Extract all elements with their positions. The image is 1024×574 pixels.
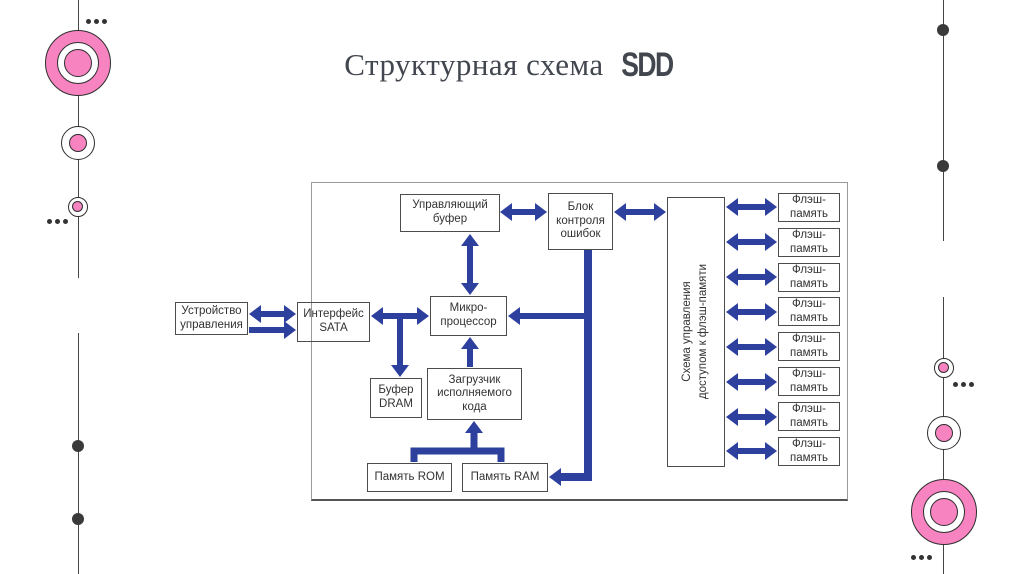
node-label-flash-memory-2: Флэш- память [789,228,828,255]
node-label-flash-memory-8: Флэш- память [789,437,828,464]
node-code-loader: Загрузчик исполняемого кода [427,368,522,420]
left-rail-line-bottom [78,333,79,574]
node-flash-access-scheme: Схема управления доступом к флэш-памяти [667,197,725,467]
node-flash-memory-8: Флэш- память [778,437,840,466]
bullseye-core [930,498,958,526]
page-title: Структурная схема SDD [0,46,1024,85]
node-label-control-buffer: Управляющий буфер [412,199,488,225]
rail-dot [72,440,84,452]
node-label-flash-memory-6: Флэш- память [789,367,828,394]
node-label-sata-interface: Интерфейс SATA [303,308,364,334]
right-rail-line-top [943,0,944,241]
node-rom-memory: Память ROM [367,463,452,492]
ellipsis-dot [94,19,99,24]
ellipsis-dot [953,382,958,387]
node-microprocessor: Микро- процессор [430,296,507,336]
node-flash-memory-3: Флэш- память [778,263,840,292]
node-label-control-device: Устройство управления [180,304,243,331]
frame-line-through-sata [311,303,312,341]
ellipsis-dot [927,555,932,560]
node-flash-memory-7: Флэш- память [778,402,840,431]
medium-circle-core [935,424,953,442]
medium-circle-core [69,134,87,152]
node-label-flash-access-scheme: Схема управления доступом к флэш-памяти [681,264,709,400]
ellipsis-dot [919,555,924,560]
ellipsis-dot [86,19,91,24]
node-label-dram-buffer: Буфер DRAM [378,384,414,410]
small-circle-core [72,201,83,212]
node-dram-buffer: Буфер DRAM [370,378,422,418]
node-ram-memory: Память RAM [462,463,548,492]
node-flash-memory-4: Флэш- память [778,297,840,326]
node-label-code-loader: Загрузчик исполняемого кода [437,373,512,413]
rail-dot [937,24,949,36]
node-label-error-control-block: Блок контроля ошибок [556,201,605,241]
node-label-microprocessor: Микро- процессор [440,302,497,328]
title-accent: SDD [621,46,674,84]
node-label-flash-memory-7: Флэш- память [789,402,828,429]
ellipsis-dot [63,219,68,224]
ellipsis-dot [102,19,107,24]
ellipsis-dot [969,382,974,387]
bullseye-core [64,49,92,77]
ellipsis-dot [961,382,966,387]
node-sata-interface: Интерфейс SATA [297,302,370,342]
rail-dot [937,160,949,172]
node-label-flash-memory-3: Флэш- память [789,263,828,290]
small-circle-core [938,362,949,373]
node-label-flash-memory-4: Флэш- память [789,297,828,324]
ellipsis-dot [47,219,52,224]
node-control-device: Устройство управления [175,302,248,335]
node-flash-memory-5: Флэш- память [778,332,840,361]
node-flash-memory-6: Флэш- память [778,367,840,396]
node-label-flash-memory-1: Флэш- память [789,193,828,220]
node-control-buffer: Управляющий буфер [400,194,500,232]
node-flash-memory-1: Флэш- память [778,193,840,222]
node-label-ram-memory: Память RAM [470,470,540,483]
node-label-flash-memory-5: Флэш- память [789,332,828,359]
ellipsis-dot [55,219,60,224]
node-flash-memory-2: Флэш- память [778,228,840,257]
rail-dot [72,513,84,525]
node-error-control-block: Блок контроля ошибок [548,193,613,250]
ellipsis-dot [911,555,916,560]
title-text: Структурная схема [344,47,604,82]
node-label-rom-memory: Память ROM [374,470,445,483]
